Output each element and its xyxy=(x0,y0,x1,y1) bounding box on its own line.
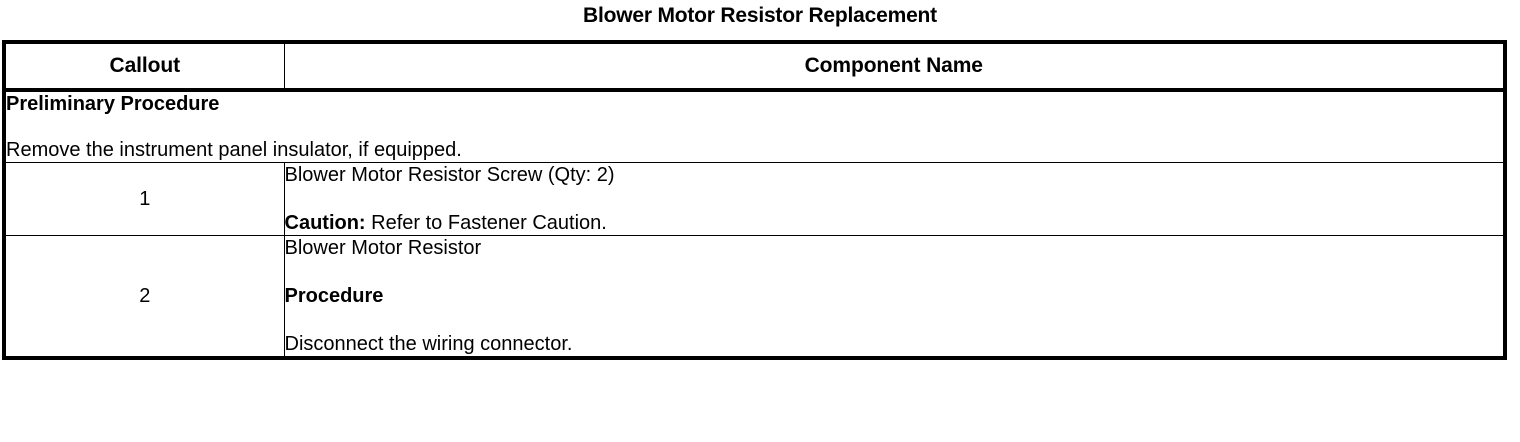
table-row: 2 Blower Motor Resistor Procedure Discon… xyxy=(3,235,1506,359)
component-name-text: Blower Motor Resistor Screw (Qty: 2) xyxy=(284,164,615,186)
component-description: Blower Motor Resistor Screw (Qty: 2) Cau… xyxy=(283,162,1506,236)
table-row-preliminary: Preliminary Procedure Remove the instrum… xyxy=(3,89,1506,163)
component-name-text: Blower Motor Resistor xyxy=(284,237,482,259)
component-description: Blower Motor Resistor Procedure Disconne… xyxy=(283,235,1506,359)
column-header-component-name: Component Name xyxy=(283,41,1506,92)
table-row: 1 Blower Motor Resistor Screw (Qty: 2) C… xyxy=(3,162,1506,236)
procedure-step-text: Disconnect the wiring connector. xyxy=(284,333,573,355)
callout-number: 2 xyxy=(3,235,285,359)
caution-label: Caution: xyxy=(284,212,366,234)
preliminary-procedure-text: Remove the instrument panel insulator, i… xyxy=(6,139,462,161)
preliminary-procedure-cell: Preliminary Procedure Remove the instrum… xyxy=(3,89,1506,163)
preliminary-procedure-heading: Preliminary Procedure xyxy=(6,93,220,115)
column-header-callout: Callout xyxy=(3,41,285,92)
caution-text: Refer to Fastener Caution. xyxy=(365,212,607,234)
procedure-table: Callout Component Name Preliminary Proce… xyxy=(2,40,1507,360)
page-title: Blower Motor Resistor Replacement xyxy=(583,4,937,27)
caution-note: Caution: Refer to Fastener Caution. xyxy=(285,211,1504,235)
table-header-row: Callout Component Name xyxy=(3,41,1506,92)
callout-number: 1 xyxy=(3,162,285,236)
procedure-heading: Procedure xyxy=(284,285,384,307)
